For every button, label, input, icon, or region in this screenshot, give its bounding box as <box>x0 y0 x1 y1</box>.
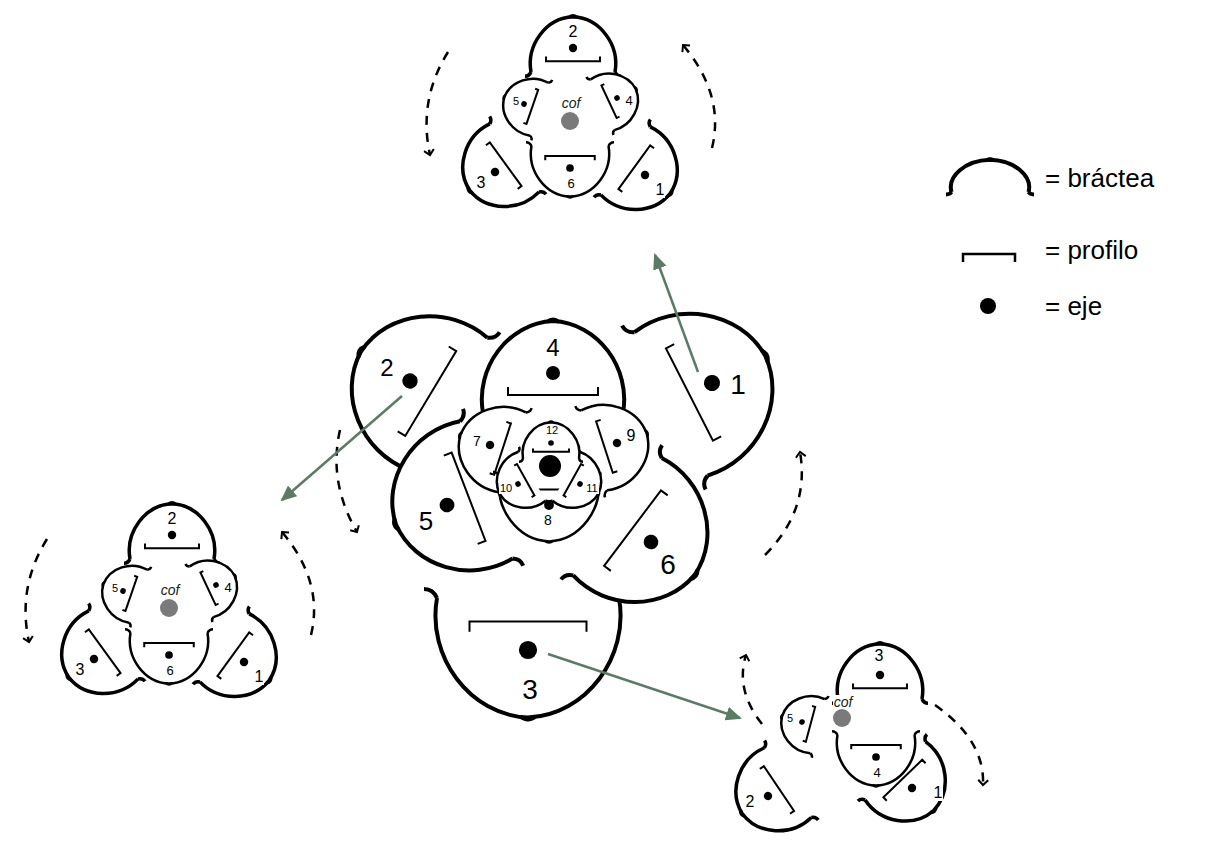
callout-number: 5 <box>418 508 434 534</box>
callout-number: 3 <box>75 662 86 678</box>
bract <box>424 589 632 720</box>
callout-number: 6 <box>566 177 575 190</box>
bract <box>773 686 828 758</box>
callout-number: 1 <box>655 182 666 198</box>
callout-number: 4 <box>223 581 232 594</box>
main-axis <box>539 455 561 477</box>
callout-number: 5 <box>786 713 794 724</box>
central-diagram <box>314 273 808 719</box>
partial-inflorescence <box>427 16 716 233</box>
inner-bracts <box>445 387 663 542</box>
callout-number: 3 <box>476 175 487 191</box>
bract <box>715 740 819 845</box>
callout-number: 5 <box>512 96 520 107</box>
callout-number: 12 <box>545 425 559 436</box>
callout-number: 2 <box>568 24 579 40</box>
rotation-arrow <box>427 52 448 155</box>
callout-number: 6 <box>165 664 174 677</box>
axis-label: cof <box>561 96 582 110</box>
legend-samples <box>946 159 1034 314</box>
bract <box>832 731 920 786</box>
partial-inflorescence <box>715 643 984 845</box>
legend-text: = eje <box>1045 292 1102 321</box>
callout-number: 2 <box>745 794 756 810</box>
callout-number: 1 <box>254 669 265 685</box>
cofflorescence-axis <box>561 112 579 130</box>
callout-number: 8 <box>543 513 553 527</box>
rotation-arrow <box>935 705 983 785</box>
axis-label: cof <box>833 695 854 709</box>
callout-number: 1 <box>729 371 747 399</box>
callout-number: 6 <box>659 551 677 579</box>
callout-number: 11 <box>585 483 598 494</box>
axis-label: cof <box>160 583 181 597</box>
axis-sample <box>980 298 996 314</box>
callout-number: 2 <box>167 511 178 527</box>
callout-number: 3 <box>521 676 539 704</box>
callout-number: 9 <box>626 428 637 444</box>
callout-number: 7 <box>472 434 482 448</box>
legend-text: = profilo <box>1045 236 1138 265</box>
bract <box>493 472 605 542</box>
prophyll-sample <box>963 254 1015 262</box>
bract <box>493 67 552 141</box>
rotation-arrow <box>683 45 715 148</box>
bract <box>622 273 809 489</box>
derivation-arrows <box>282 255 740 718</box>
callout-number: 4 <box>624 94 633 107</box>
partial-inflorescence <box>26 503 315 720</box>
callout-number: 5 <box>111 583 119 594</box>
bract <box>526 142 614 197</box>
legend-text: = bráctea <box>1045 164 1154 193</box>
bract <box>594 120 699 233</box>
callout-number: 3 <box>874 648 885 664</box>
bract <box>525 16 621 76</box>
callout-number: 4 <box>872 766 881 779</box>
rotation-arrow <box>743 655 762 724</box>
callout-number: 10 <box>499 483 513 494</box>
callout-number: 2 <box>379 356 394 380</box>
bract <box>586 60 649 135</box>
callout-number: 4 <box>545 336 560 360</box>
rotation-arrow <box>765 452 802 555</box>
bract-sample <box>946 159 1034 194</box>
cofflorescence-axis <box>833 709 851 727</box>
callout-number: 1 <box>933 785 944 801</box>
